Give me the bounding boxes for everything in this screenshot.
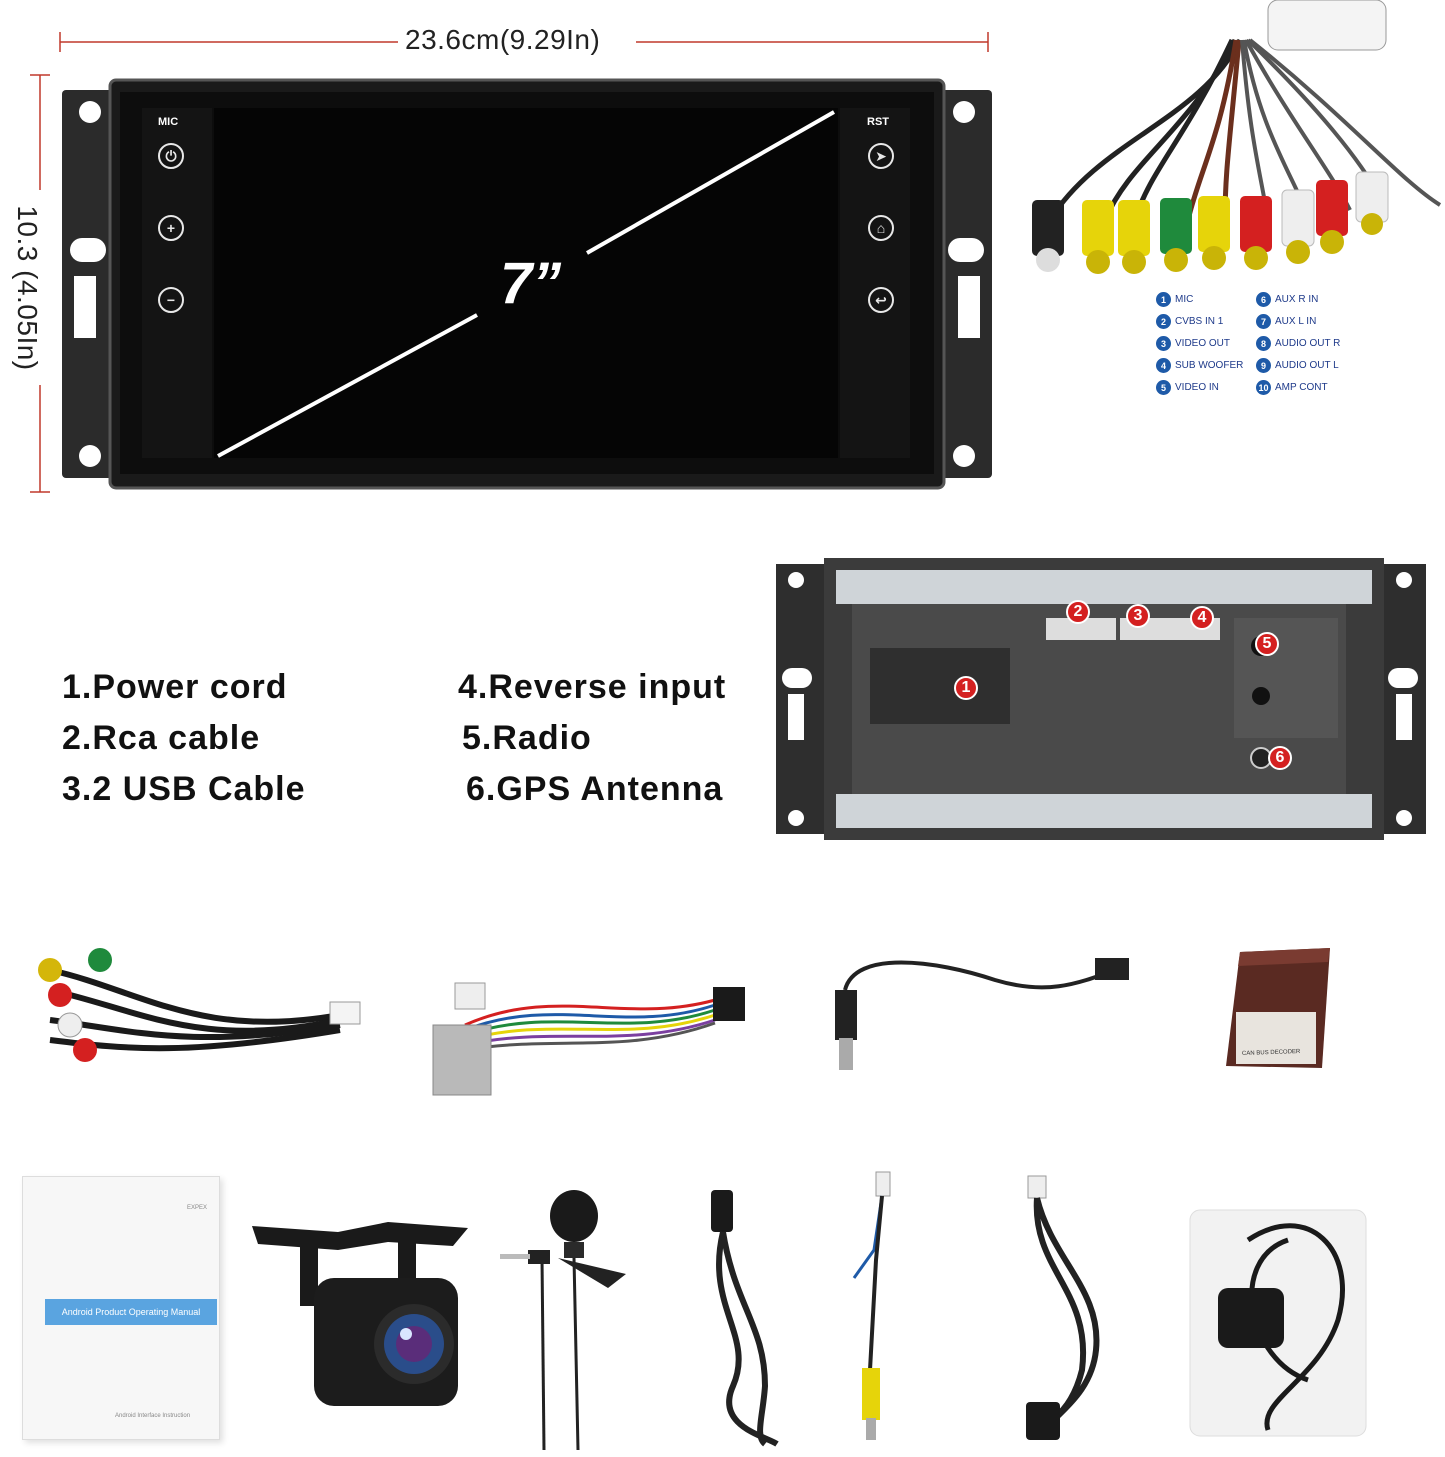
- legend-radio: 5.Radio: [462, 719, 592, 757]
- legend-rca-cable: 2.Rca cable: [62, 719, 261, 757]
- manual-accessory: EXPEX Android Product Operating Manual A…: [22, 1176, 220, 1440]
- back-badge-4: 4: [1190, 606, 1214, 630]
- legend-usb-cable: 3.2 USB Cable: [62, 770, 306, 808]
- legend-gps-antenna: 6.GPS Antenna: [466, 770, 724, 808]
- rca-cable-bundle: [1032, 0, 1442, 274]
- navigation-icon[interactable]: ➤: [868, 143, 894, 169]
- head-unit-back-frame: [776, 558, 1426, 840]
- dimension-lines: [30, 32, 989, 493]
- manual-footer: Android Interface Instruction: [115, 1413, 191, 1419]
- back-badge-6: 6: [1268, 746, 1292, 770]
- ports-legend-left: 1.Power cord 2.Rca cable 3.2 USB Cable: [62, 662, 306, 815]
- microphone-accessory: [500, 1190, 626, 1451]
- rca-cable-accessory: [38, 948, 361, 1062]
- back-badge-3: 3: [1126, 604, 1150, 628]
- ports-legend-right: 4.Reverse input 5.Radio 6.GPS Antenna: [458, 662, 726, 815]
- home-icon[interactable]: ⌂: [868, 215, 894, 241]
- mic-label: MIC: [158, 116, 179, 128]
- manual-title: Android Product Operating Manual: [61, 1307, 201, 1317]
- manual-brand: EXPEX: [186, 1205, 207, 1211]
- usb-cable-2-accessory: [1026, 1175, 1100, 1440]
- usb-cable-accessory: [711, 1190, 779, 1447]
- power-harness-accessory: [432, 982, 745, 1096]
- gps-antenna-accessory: [1189, 1209, 1367, 1437]
- back-badge-5: 5: [1255, 632, 1279, 656]
- width-dimension: 23.6cm(9.29In): [405, 24, 601, 55]
- back-badge-1: 1: [954, 676, 978, 700]
- legend-reverse-input: 4.Reverse input: [458, 668, 727, 706]
- height-dimension: 10.3 (4.05In): [12, 205, 43, 371]
- legend-power-cord: 1.Power cord: [62, 668, 288, 706]
- radio-antenna-adapter-accessory: [835, 958, 1129, 1070]
- manual-title-bar: Android Product Operating Manual: [45, 1299, 217, 1325]
- power-icon[interactable]: ⏻: [158, 143, 184, 169]
- canbus-decoder-accessory: CAN BUS DECODER: [1222, 942, 1332, 1072]
- head-unit-frame: [62, 78, 992, 490]
- volume-down-icon[interactable]: −: [158, 287, 184, 313]
- rst-label: RST: [867, 116, 889, 128]
- back-badge-2: 2: [1066, 600, 1090, 624]
- backup-camera-accessory: [252, 1222, 468, 1406]
- volume-up-icon[interactable]: +: [158, 215, 184, 241]
- screen-size-label: 7”: [500, 251, 562, 316]
- head-unit-back: 1 2 3 4 5 6: [776, 558, 1426, 840]
- rca-plugs: [1032, 171, 1389, 274]
- back-icon[interactable]: ↩: [868, 287, 894, 313]
- reverse-cable-accessory: [852, 1171, 891, 1440]
- head-unit-front: 7” MIC RST ⏻ + − ➤ ⌂ ↩: [62, 78, 992, 490]
